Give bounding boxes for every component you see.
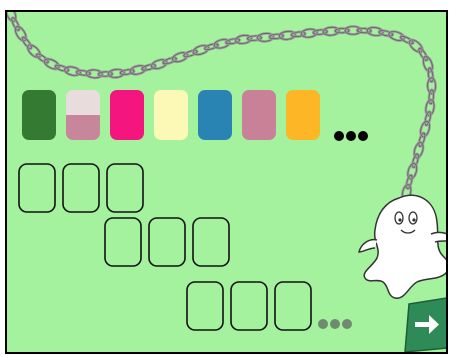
pattern-tile [198,90,232,140]
continuation-dot [330,319,340,329]
continuation-dot [342,319,352,329]
game-board [5,10,448,354]
pattern-tile [242,90,276,140]
next-button[interactable] [405,298,446,352]
pattern-continuation-dots [334,131,368,141]
pattern-tile [22,90,56,140]
pattern-tile [110,90,144,140]
pattern-row [22,90,320,140]
board-background [7,12,446,352]
pattern-tile [66,90,100,140]
game-scene [7,12,446,352]
continuation-dot [358,131,368,141]
continuation-dot [346,131,356,141]
pattern-tile [286,90,320,140]
continuation-dot [334,131,344,141]
pattern-tile [154,90,188,140]
continuation-dot [318,319,328,329]
